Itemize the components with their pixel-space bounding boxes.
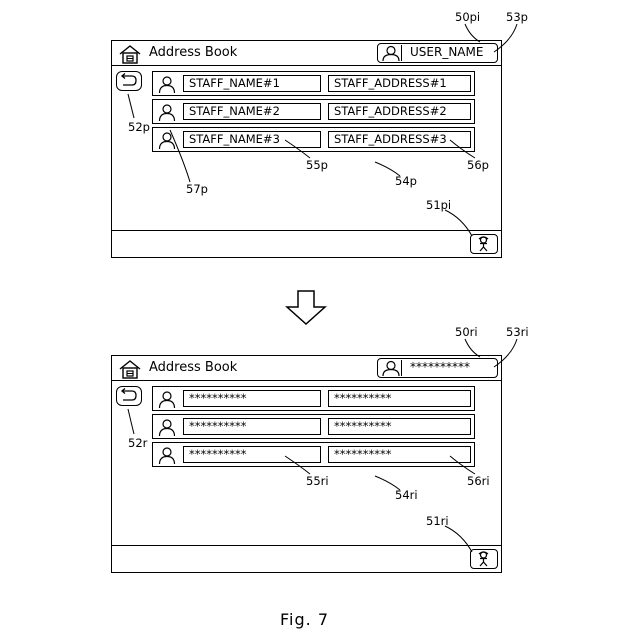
staff-address-field: STAFF_ADDRESS#3	[328, 131, 471, 148]
ref-logout-plain: 51pi	[426, 198, 451, 212]
ref-user-box-plain: 53p	[506, 10, 528, 24]
bottom-bar	[112, 230, 501, 257]
screen-title: Address Book	[149, 360, 237, 375]
ref-list-plain: 54p	[395, 174, 417, 188]
screen-title: Address Book	[149, 45, 237, 60]
user-name-label: USER_NAME	[410, 45, 483, 59]
return-arrow-icon	[117, 72, 140, 89]
user-icon	[381, 45, 402, 61]
down-arrow-icon	[285, 290, 327, 326]
ref-back-plain: 52p	[128, 120, 150, 134]
user-name-label: **********	[410, 360, 470, 374]
user-name-box[interactable]: USER_NAME	[377, 43, 498, 63]
ref-name-field-masked: 55ri	[306, 474, 329, 488]
logout-button[interactable]	[470, 234, 498, 254]
staff-address-field: STAFF_ADDRESS#2	[328, 103, 471, 120]
staff-name-field: **********	[183, 446, 321, 463]
staff-name-field: STAFF_NAME#2	[183, 103, 321, 120]
user-icon	[381, 360, 402, 376]
back-button[interactable]	[116, 71, 142, 91]
staff-address-field: STAFF_ADDRESS#1	[328, 75, 471, 92]
list-item[interactable]: STAFF_NAME#2 STAFF_ADDRESS#2	[152, 99, 475, 124]
staff-name-field: STAFF_NAME#1	[183, 75, 321, 92]
staff-name-field: **********	[183, 418, 321, 435]
logout-person-icon	[471, 550, 496, 567]
ref-user-box-masked: 53ri	[506, 325, 529, 339]
ref-back-masked: 52r	[128, 436, 147, 450]
staff-address-field: **********	[328, 446, 471, 463]
person-icon	[158, 390, 176, 408]
address-book-screen-masked: Address Book ********** ********** *****…	[111, 355, 502, 573]
ref-name-field-plain: 55p	[306, 158, 328, 172]
person-icon	[158, 131, 176, 149]
ref-address-field-masked: 56ri	[467, 474, 490, 488]
list-item[interactable]: STAFF_NAME#3 STAFF_ADDRESS#3	[152, 127, 475, 152]
ref-row-icon-plain: 57p	[186, 182, 208, 196]
list-item[interactable]: ********** **********	[152, 442, 475, 467]
title-bar: Address Book **********	[112, 356, 501, 381]
home-icon[interactable]	[119, 44, 141, 64]
ref-screen-masked: 50ri	[455, 325, 478, 339]
back-button[interactable]	[116, 386, 142, 406]
staff-name-field: STAFF_NAME#3	[183, 131, 321, 148]
list-item[interactable]: ********** **********	[152, 386, 475, 411]
return-arrow-icon	[117, 387, 140, 404]
person-icon	[158, 75, 176, 93]
figure-caption: Fig. 7	[280, 610, 329, 629]
person-icon	[158, 418, 176, 436]
person-icon	[158, 446, 176, 464]
ref-address-field-plain: 56p	[467, 158, 489, 172]
logout-button[interactable]	[470, 549, 498, 569]
bottom-bar	[112, 545, 501, 572]
list-item[interactable]: STAFF_NAME#1 STAFF_ADDRESS#1	[152, 71, 475, 96]
staff-name-field: **********	[183, 390, 321, 407]
staff-address-field: **********	[328, 418, 471, 435]
person-icon	[158, 103, 176, 121]
title-bar: Address Book USER_NAME	[112, 41, 501, 66]
logout-person-icon	[471, 235, 496, 252]
staff-address-field: **********	[328, 390, 471, 407]
address-book-screen-plain: Address Book USER_NAME STAFF_NAME#1 STAF…	[111, 40, 502, 258]
home-icon[interactable]	[119, 359, 141, 379]
ref-logout-masked: 51ri	[426, 514, 449, 528]
user-name-box[interactable]: **********	[377, 358, 498, 378]
ref-screen-plain: 50pi	[455, 10, 480, 24]
ref-list-masked: 54ri	[395, 488, 418, 502]
list-item[interactable]: ********** **********	[152, 414, 475, 439]
